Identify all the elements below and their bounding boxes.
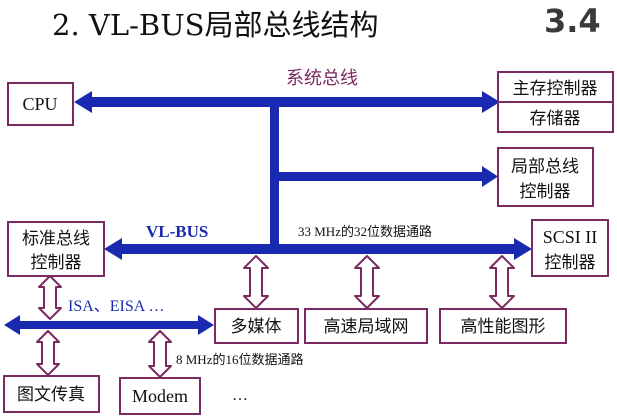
- std-bus-controller-box: 标准总线 控制器: [7, 221, 105, 277]
- connector-fax: [36, 330, 60, 376]
- fax-label: 图文传真: [17, 385, 85, 405]
- system-bus-arrow-right: [482, 91, 500, 113]
- lan-box: 高速局域网: [304, 308, 428, 344]
- local-bus-controller-label-2: 控制器: [520, 182, 571, 202]
- cpu-box: CPU: [7, 82, 74, 126]
- std-bus-controller-label-1: 标准总线: [22, 229, 90, 249]
- vl-bus-label: VL-BUS: [146, 222, 208, 241]
- isa-bus-arrow-right: [198, 315, 214, 335]
- connector-modem: [148, 330, 172, 378]
- vl-bus-path-label: 33 MHz的32位数据通路: [298, 224, 432, 239]
- isa-bus-label: ISA、EISA …: [68, 298, 164, 315]
- local-bus-controller-box: 局部总线 控制器: [497, 147, 594, 207]
- bottom-dots-label: …: [232, 387, 248, 404]
- graphics-label: 高性能图形: [461, 317, 546, 337]
- scsi-label-1: SCSI II: [543, 227, 598, 247]
- graphics-box: 高性能图形: [439, 308, 567, 344]
- vertical-trunk-bus: [270, 102, 279, 252]
- slide-title: 2. VL-BUS局部总线结构: [52, 8, 379, 42]
- isa-path-label: 8 MHz的16位数据通路: [176, 352, 303, 367]
- scsi-controller-box: SCSI II 控制器: [531, 219, 609, 277]
- main-mem-controller-label: 主存控制器: [513, 79, 598, 99]
- connector-multimedia: [243, 255, 269, 309]
- system-bus-label: 系统总线: [286, 68, 358, 89]
- lan-label: 高速局域网: [324, 317, 409, 337]
- connector-lan: [354, 255, 380, 309]
- vl-bus-arrow-left: [104, 238, 122, 260]
- vl-bus: [118, 244, 518, 254]
- isa-bus-arrow-left: [4, 315, 20, 335]
- slide-number: 3.4: [544, 2, 601, 40]
- connector-std-ctrl-isa: [38, 275, 62, 320]
- vl-bus-arrow-right: [514, 238, 532, 260]
- cpu-label: CPU: [22, 94, 57, 114]
- fax-box: 图文传真: [3, 375, 100, 413]
- system-bus-arrow-left: [74, 91, 92, 113]
- multimedia-box: 多媒体: [214, 308, 299, 344]
- modem-label: Modem: [132, 386, 188, 406]
- memory-label: 存储器: [530, 109, 581, 129]
- modem-box: Modem: [119, 377, 201, 415]
- scsi-label-2: 控制器: [545, 253, 596, 273]
- main-memory-box: 主存控制器 存储器: [497, 71, 614, 133]
- isa-bus: [18, 321, 202, 329]
- multimedia-label: 多媒体: [231, 317, 282, 337]
- local-bus-branch-arrow: [482, 166, 498, 187]
- local-bus-branch: [279, 172, 484, 181]
- connector-graphics: [489, 255, 515, 309]
- local-bus-controller-label-1: 局部总线: [511, 157, 579, 177]
- std-bus-controller-label-2: 控制器: [31, 253, 82, 273]
- system-bus: [88, 97, 488, 107]
